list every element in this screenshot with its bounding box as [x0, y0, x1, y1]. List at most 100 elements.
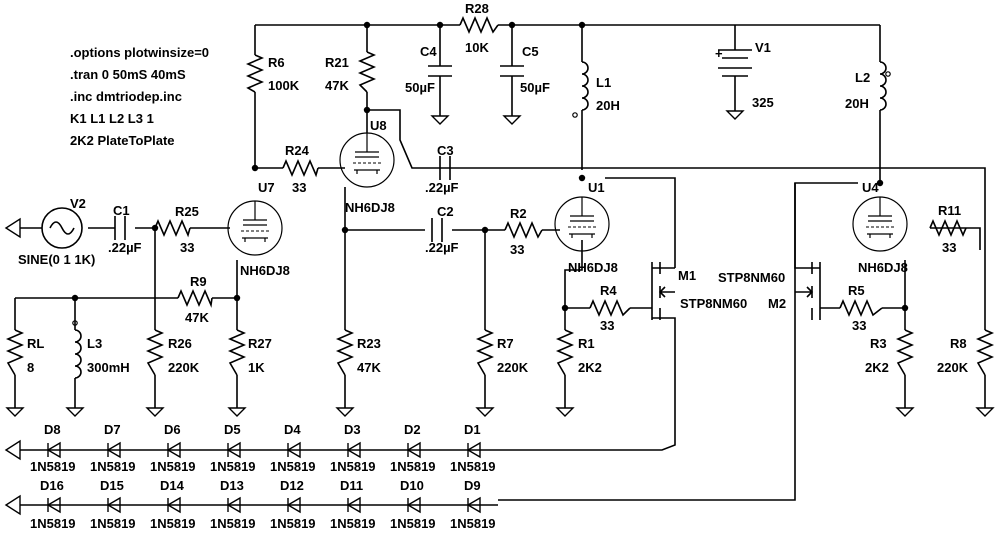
d9-ref: D9	[464, 478, 481, 493]
l3-ref: L3	[87, 336, 102, 351]
resistor-r25[interactable]: R25 33	[154, 204, 199, 255]
mosfet-m1[interactable]: M1 STP8NM60	[651, 262, 747, 320]
v2-value: SINE(0 1 1K)	[18, 252, 95, 267]
capacitor-c2[interactable]: C2 .22µF	[425, 204, 459, 255]
directive-tran[interactable]: .tran 0 50mS 40mS	[70, 67, 186, 82]
diode-d15[interactable]: D15 1N5819	[90, 478, 136, 531]
voltage-source-v1[interactable]: + V1 325	[715, 40, 774, 120]
resistor-r26[interactable]: R26 220K	[145, 329, 200, 376]
resistor-r2[interactable]: R2 33	[504, 206, 543, 257]
r21-value: 47K	[325, 78, 349, 93]
diode-d11[interactable]: D11 1N5819	[330, 478, 376, 531]
v2-ref: V2	[70, 196, 86, 211]
u4-ref: U4	[862, 180, 879, 195]
directive-comment[interactable]: 2K2 PlateToPlate	[70, 133, 175, 148]
mosfet-m2[interactable]: STP8NM60 M2	[718, 262, 821, 320]
r3-ref: R3	[870, 336, 887, 351]
diode-d9[interactable]: D9 1N5819	[450, 478, 496, 531]
capacitor-c4[interactable]: C4 50µF	[405, 44, 452, 125]
diode-d4[interactable]: D4 1N5819	[270, 422, 316, 474]
diode-d8[interactable]: D8 1N5819	[30, 422, 76, 474]
rl-ref: RL	[27, 336, 44, 351]
capacitor-c5[interactable]: C5 50µF	[500, 44, 550, 125]
c1-value: .22µF	[108, 240, 142, 255]
triode-u1[interactable]: U1 NH6DJ8	[554, 180, 618, 275]
voltage-source-v2[interactable]: V2 SINE(0 1 1K)	[4, 196, 95, 267]
r26-value: 220K	[168, 360, 200, 375]
r23-ref: R23	[357, 336, 381, 351]
resistor-r21[interactable]: R21 47K	[325, 51, 377, 93]
diode-row-2: D16 1N5819 D15 1N5819 D14 1N5819 D13 1N5…	[30, 478, 496, 531]
r8-value: 220K	[937, 360, 969, 375]
l1-ref: L1	[596, 75, 611, 90]
d1-ref: D1	[464, 422, 481, 437]
r6-ref: R6	[268, 55, 285, 70]
resistor-r27[interactable]: R27 1K	[227, 329, 272, 376]
diode-d13[interactable]: D13 1N5819	[210, 478, 256, 531]
diode-d16[interactable]: D16 1N5819	[30, 478, 76, 531]
diode-d10[interactable]: D10 1N5819	[390, 478, 436, 531]
d12-ref: D12	[280, 478, 304, 493]
diode-d12[interactable]: D12 1N5819	[270, 478, 316, 531]
d4-model: 1N5819	[270, 459, 316, 474]
inductor-l2[interactable]: L2 20H	[845, 61, 891, 118]
resistor-r11[interactable]: R11 33	[929, 203, 967, 255]
diode-d3[interactable]: D3 1N5819	[330, 422, 376, 474]
r1-ref: R1	[578, 336, 595, 351]
d11-ref: D11	[340, 478, 363, 493]
directive-options[interactable]: .options plotwinsize=0	[70, 45, 209, 60]
d14-model: 1N5819	[150, 516, 196, 531]
r21-ref: R21	[325, 55, 349, 70]
inductor-l3[interactable]: L3 300mH	[72, 320, 130, 379]
resistor-r6[interactable]: R6 100K	[245, 54, 300, 93]
resistor-r9[interactable]: R9 47K	[177, 274, 213, 325]
c5-ref: C5	[522, 44, 539, 59]
d11-model: 1N5819	[330, 516, 376, 531]
r27-value: 1K	[248, 360, 265, 375]
triode-u4[interactable]: U4 NH6DJ8	[852, 180, 908, 275]
d8-ref: D8	[44, 422, 61, 437]
directive-coupling[interactable]: K1 L1 L2 L3 1	[70, 111, 154, 126]
d4-ref: D4	[284, 422, 301, 437]
diode-d5[interactable]: D5 1N5819	[210, 422, 256, 474]
directive-include[interactable]: .inc dmtriodep.inc	[70, 89, 182, 104]
d6-ref: D6	[164, 422, 181, 437]
c1-ref: C1	[113, 203, 130, 218]
r7-value: 220K	[497, 360, 529, 375]
resistor-rl[interactable]: RL 8	[5, 329, 44, 376]
r25-value: 33	[180, 240, 194, 255]
resistor-r8[interactable]: R8 220K	[937, 329, 995, 376]
d16-ref: D16	[40, 478, 64, 493]
resistor-r28[interactable]: R28 10K	[459, 1, 499, 55]
diode-d14[interactable]: D14 1N5819	[150, 478, 196, 531]
diode-d1[interactable]: D1 1N5819	[450, 422, 496, 474]
resistor-r5[interactable]: R5 33	[839, 283, 883, 333]
resistor-r7[interactable]: R7 220K	[475, 329, 529, 376]
triode-u7[interactable]: U7 NH6DJ8	[227, 180, 290, 278]
r5-ref: R5	[848, 283, 865, 298]
diode-d2[interactable]: D2 1N5819	[390, 422, 436, 474]
d7-ref: D7	[104, 422, 121, 437]
inductor-l1[interactable]: L1 20H	[572, 61, 620, 118]
c2-ref: C2	[437, 204, 454, 219]
d5-ref: D5	[224, 422, 241, 437]
c3-value: .22µF	[425, 180, 459, 195]
ground-symbols	[6, 401, 994, 417]
triode-u8[interactable]: U8 NH6DJ8	[339, 110, 395, 215]
r3-value: 2K2	[865, 360, 889, 375]
capacitor-c1[interactable]: C1 .22µF	[108, 203, 142, 255]
spice-directives[interactable]: .options plotwinsize=0 .tran 0 50mS 40mS…	[70, 45, 209, 148]
junctions	[71, 21, 909, 312]
resistor-r1[interactable]: R1 2K2	[555, 329, 602, 376]
r9-ref: R9	[190, 274, 207, 289]
resistor-r3[interactable]: R3 2K2	[865, 329, 915, 376]
r2-ref: R2	[510, 206, 527, 221]
diode-d7[interactable]: D7 1N5819	[90, 422, 136, 474]
resistor-r23[interactable]: R23 47K	[335, 329, 381, 376]
capacitor-c3[interactable]: C3 .22µF	[425, 143, 459, 195]
resistor-r4[interactable]: R4 33	[589, 283, 631, 333]
diode-d6[interactable]: D6 1N5819	[150, 422, 196, 474]
resistor-r24[interactable]: R24 33	[282, 143, 319, 195]
d9-model: 1N5819	[450, 516, 496, 531]
l2-ref: L2	[855, 70, 870, 85]
